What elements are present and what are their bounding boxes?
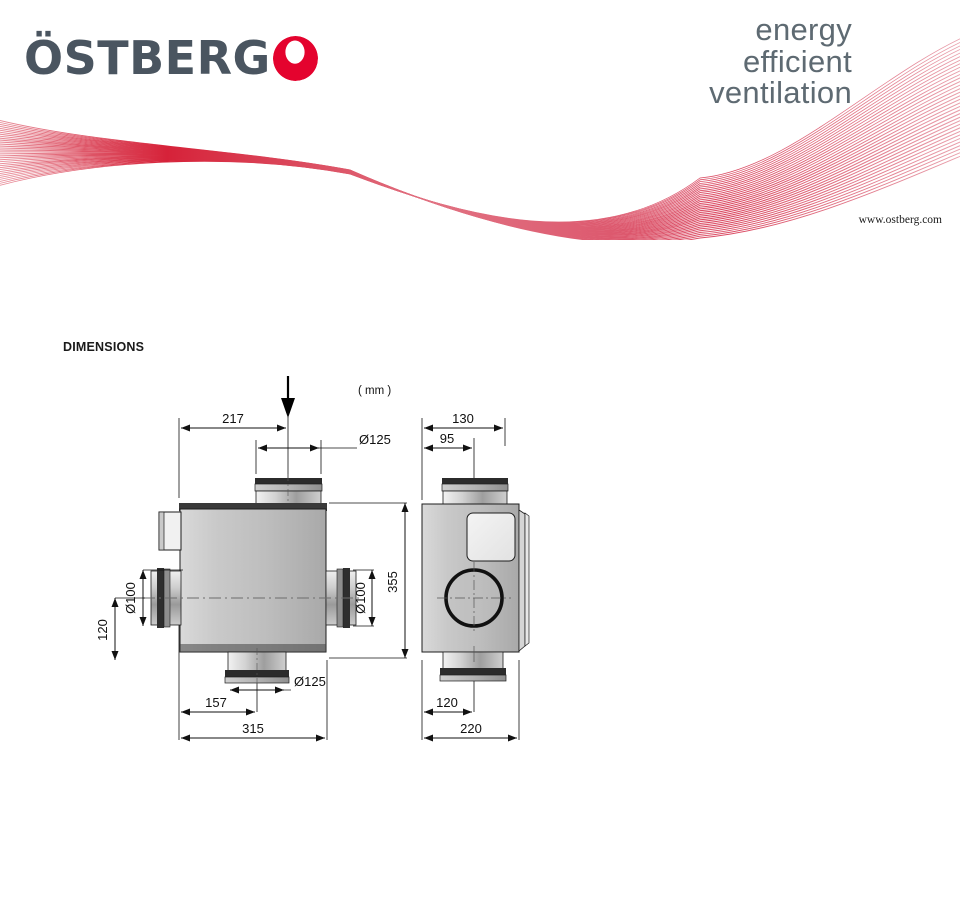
brand-mark-icon [272,35,318,81]
side-bottom-spigot [439,646,507,682]
website-url: www.ostberg.com [858,214,942,226]
dim-100-right: Ø100 [353,569,376,627]
down-arrow-icon [281,376,295,418]
dim-100-right-label: Ø100 [353,582,368,614]
dim-355-label: 355 [385,571,400,593]
dim-315: 315 [181,721,325,742]
dim-120-side: 120 [424,695,472,716]
dim-220: 220 [424,721,517,742]
wave-graphic [0,38,960,240]
dim-220-label: 220 [460,721,482,736]
front-view: 217 Ø125 [95,376,409,742]
dim-157-label: 157 [205,695,227,710]
dim-125-bottom: Ø125 [230,674,326,694]
side-unit-body [421,503,530,653]
dim-120-side-label: 120 [436,695,458,710]
wave-line [0,127,960,237]
dim-120-left-label: 120 [95,619,110,641]
brand-wordmark: ÖSTBERG [24,31,271,85]
unit-body [179,503,327,653]
dim-157: 157 [181,695,255,716]
dim-125-top: Ø125 [258,432,391,452]
dim-315-label: 315 [242,721,264,736]
dim-95-label: 95 [440,431,454,446]
brand-logo: ÖSTBERG [24,30,318,86]
left-upper-stub [158,511,182,551]
wave-line [0,102,960,232]
tagline: energy efficient ventilation [709,14,852,109]
units-label: ( mm ) [358,385,391,397]
dimensions-drawing: 217 Ø125 [85,370,565,750]
wave-line [0,119,960,240]
dim-125-bottom-label: Ø125 [294,674,326,689]
tagline-line-1: energy [755,12,852,47]
dim-217: 217 [181,411,286,432]
side-view: 130 95 [421,411,530,742]
tagline-line-3: ventilation [709,75,852,111]
page-title: DIMENSIONS [63,340,145,354]
page-header: ÖSTBERG energy efficient ventilation www… [0,0,960,240]
tagline-line-2: efficient [743,43,852,79]
dim-95: 95 [424,431,472,452]
dim-125-top-label: Ø125 [359,432,391,447]
dimensions-drawing-svg: 217 Ø125 [95,376,530,742]
dim-130: 130 [424,411,503,432]
dim-120-left: 120 [95,597,145,660]
wave-line [0,38,960,223]
dim-355: 355 [329,502,409,659]
bottom-spigot [224,648,290,686]
dim-217-label: 217 [222,411,244,426]
dim-130-label: 130 [452,411,474,426]
